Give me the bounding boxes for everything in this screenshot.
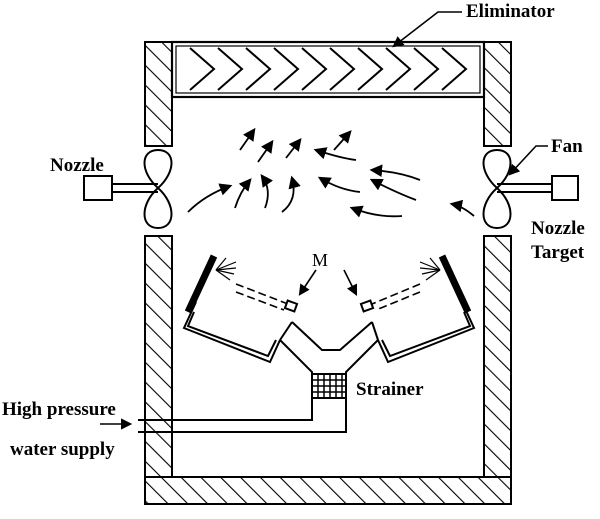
m-arrows — [298, 269, 358, 297]
eliminator-label: Eliminator — [466, 1, 555, 22]
supply-label-line1: High pressure — [2, 399, 116, 420]
strainer — [311, 373, 347, 399]
right-lower-wall — [483, 235, 512, 505]
fan-leader — [508, 145, 548, 176]
chamber-walls — [144, 41, 512, 505]
right-target — [438, 254, 472, 314]
eliminator-inner — [175, 45, 481, 94]
spray-patterns — [215, 257, 441, 281]
leader-lines — [100, 11, 548, 430]
supply-label-line2: water supply — [10, 439, 115, 460]
eliminator-leader — [392, 11, 462, 48]
left-fan — [83, 148, 173, 230]
left-fan-blade-top — [143, 148, 173, 190]
target-label: Target — [531, 242, 585, 263]
right-fan-blade-bottom — [482, 186, 512, 230]
left-target — [184, 254, 218, 314]
spray-jets — [235, 283, 421, 311]
bottom-wall — [144, 476, 512, 505]
targets — [184, 254, 472, 314]
left-fan-blade-bottom — [143, 186, 173, 230]
left-lower-wall — [144, 235, 173, 505]
nozzle-tips — [283, 299, 375, 313]
left-nozzle-tip — [283, 299, 299, 313]
eliminator-frame — [170, 40, 486, 99]
right-nozzle-tip — [359, 299, 375, 313]
nozzle-manifold — [138, 301, 476, 433]
left-upper-wall — [144, 41, 173, 147]
nozzle-left-label: Nozzle — [50, 155, 104, 176]
right-upper-wall — [483, 41, 512, 147]
left-fan-motor — [83, 175, 113, 201]
air-flow-arrows — [187, 127, 475, 218]
right-fan-blade-top — [482, 148, 512, 190]
m-label: M — [312, 250, 328, 270]
right-fan-motor — [551, 175, 579, 201]
strainer-label: Strainer — [356, 379, 424, 400]
fan-label: Fan — [551, 136, 583, 157]
right-fan — [482, 148, 579, 230]
eliminator — [170, 40, 486, 99]
nozzle-right-label: Nozzle — [531, 218, 585, 239]
